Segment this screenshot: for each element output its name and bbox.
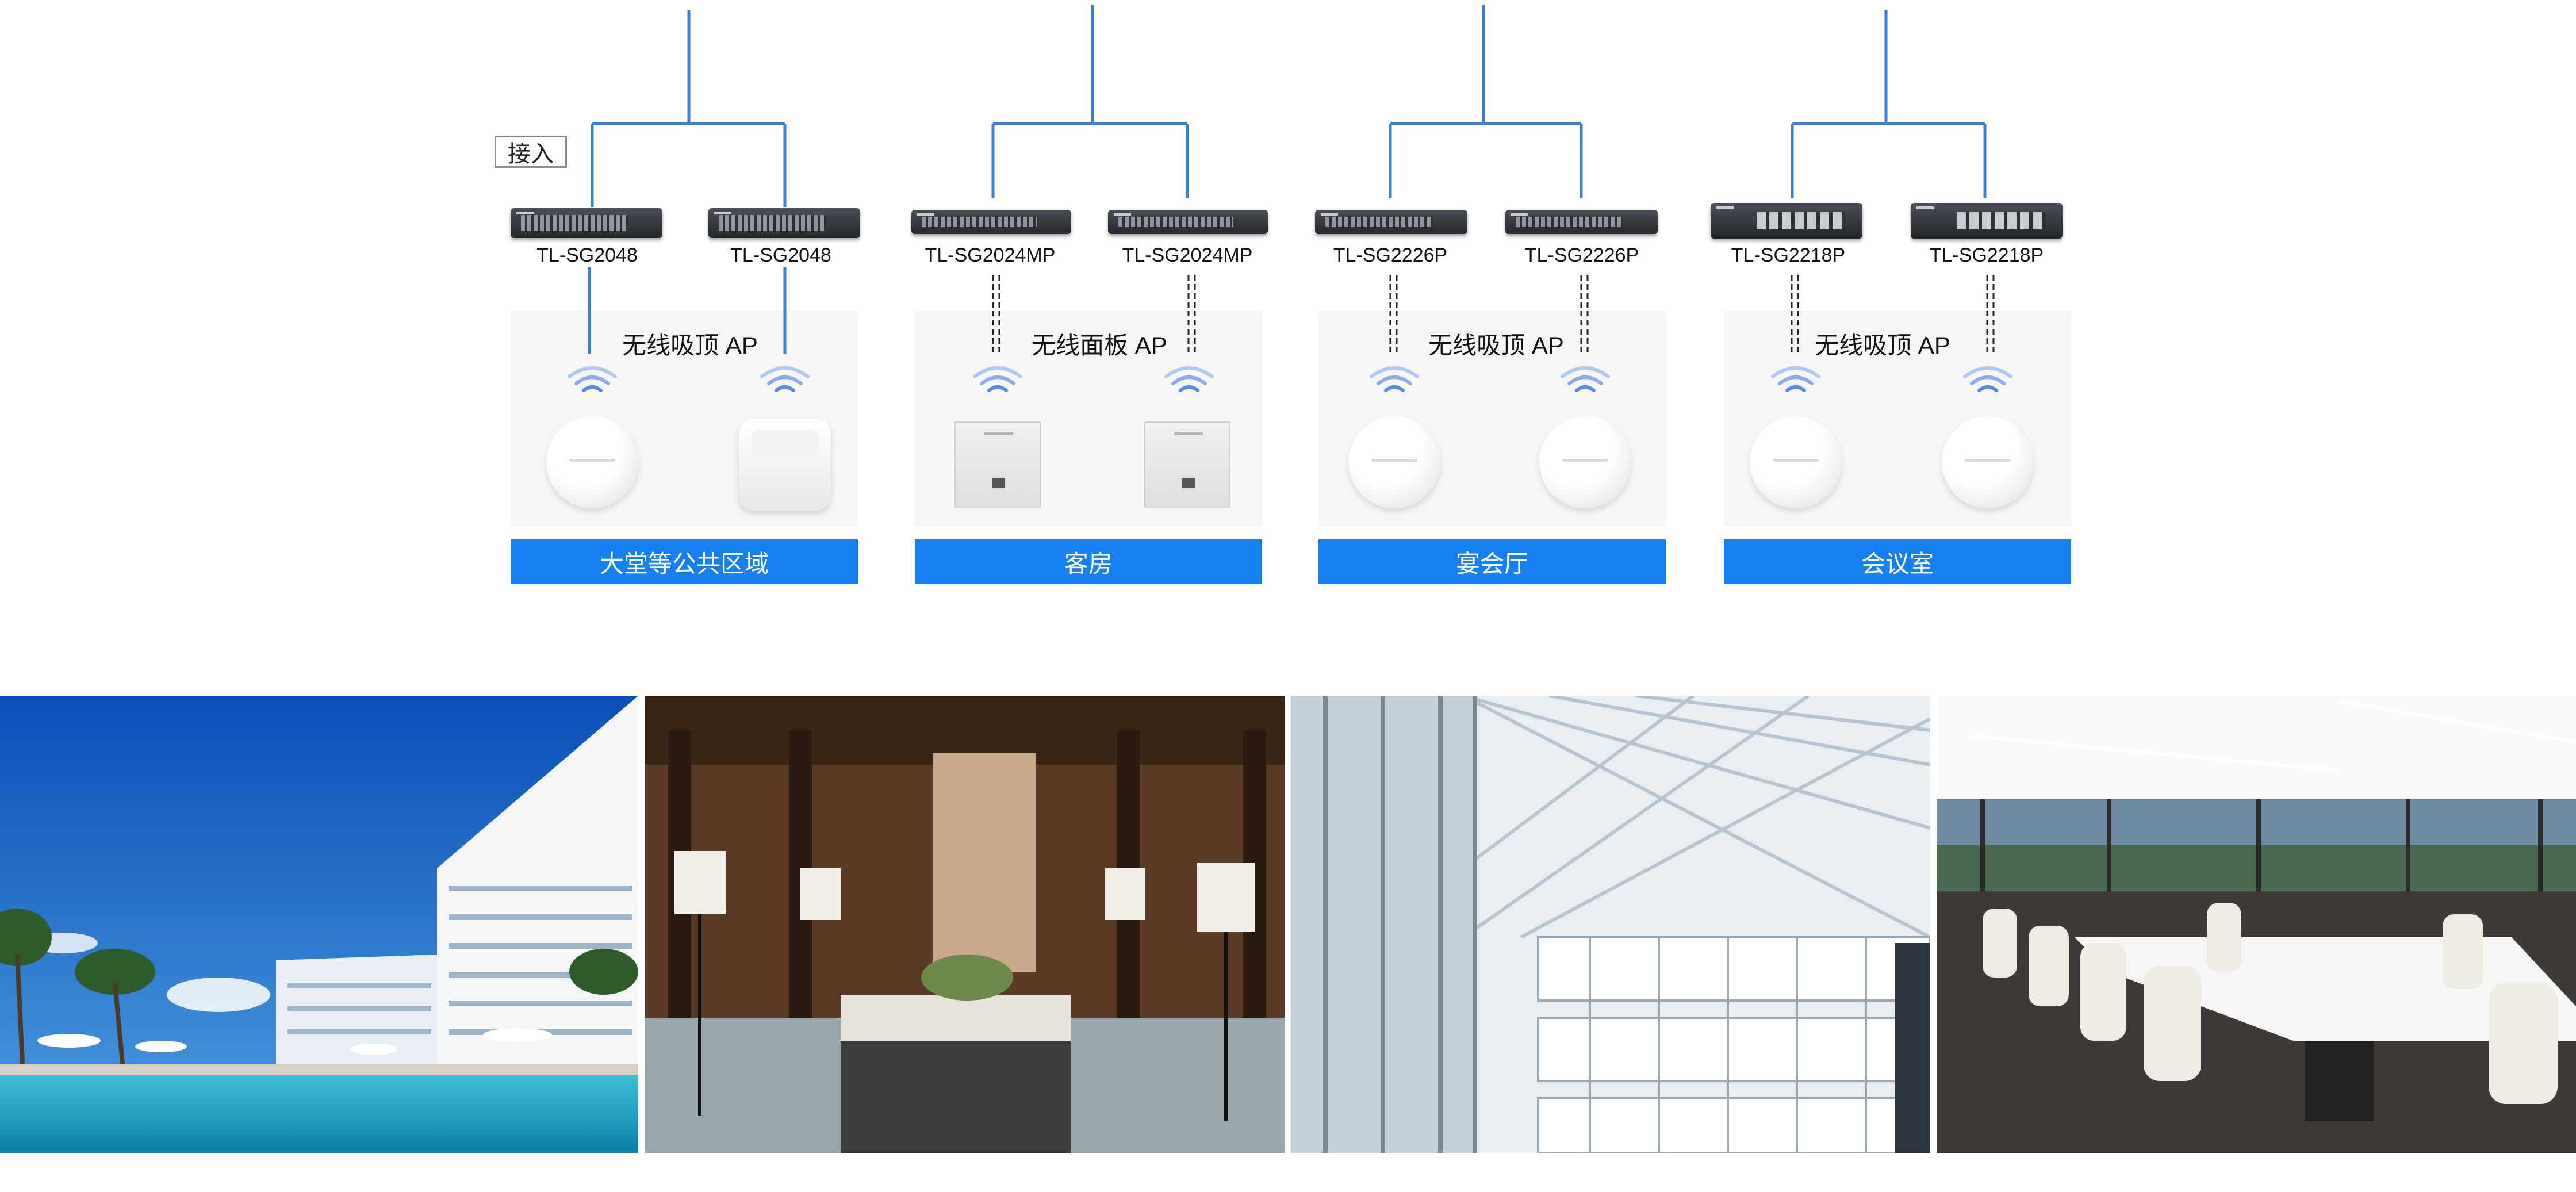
conference-room-photo — [1937, 696, 2576, 1153]
switch-model-label: TL-SG2226P — [1524, 244, 1639, 266]
wifi-icon — [1370, 366, 1419, 392]
wifi-icon — [1963, 366, 2012, 392]
uplink-trunk-3 — [1389, 5, 1583, 198]
switch-model-label: TL-SG2048 — [730, 244, 831, 266]
switch-model-label: TL-SG2218P — [1731, 244, 1846, 266]
switch-model-label: TL-SG2226P — [1333, 244, 1448, 266]
ceiling-ap-icon — [739, 419, 831, 511]
wifi-icon — [973, 366, 1022, 392]
switch-model-label: TL-SG2024MP — [1122, 244, 1253, 266]
switch-model-label: TL-SG2048 — [536, 244, 638, 266]
wifi-icon — [1561, 366, 1610, 392]
area-label: 宴会厅 — [1318, 539, 1666, 584]
uplink-trunk-1 — [591, 10, 787, 207]
switch-icon — [1505, 210, 1658, 234]
ap-type-title: 无线吸顶 AP — [1428, 332, 1564, 359]
switch-icon — [1315, 210, 1467, 234]
area-label: 客房 — [915, 539, 1262, 584]
switch-model-label: TL-SG2024MP — [925, 244, 1056, 266]
switch-icon — [1911, 203, 2063, 239]
wifi-icon — [568, 366, 617, 392]
switch-icon — [1711, 203, 1862, 239]
ceiling-ap-icon — [1348, 416, 1440, 508]
area-label: 会议室 — [1724, 539, 2071, 584]
ceiling-ap-icon — [1750, 416, 1842, 508]
network-links-overlay — [568, 311, 2012, 392]
panel-ap-icon — [954, 421, 1041, 508]
area-label: 大堂等公共区域 — [511, 539, 858, 584]
ceiling-ap-icon — [546, 416, 638, 508]
wifi-icon — [1164, 366, 1214, 392]
ap-type-title: 无线面板 AP — [1032, 332, 1167, 359]
uplink-trunk-2 — [991, 5, 1189, 198]
access-layer-label: 接入 — [494, 136, 567, 168]
switch-icon — [511, 208, 662, 238]
ap-type-title: 无线吸顶 AP — [622, 332, 758, 359]
switch-model-label: TL-SG2218P — [1929, 244, 2044, 266]
hotel-pool-photo — [0, 696, 638, 1153]
ceiling-ap-icon — [1942, 416, 2034, 508]
ceiling-ap-icon — [1539, 416, 1631, 508]
switch-icon — [1108, 210, 1268, 234]
wifi-icon — [760, 366, 810, 392]
uplink-trunk-4 — [1791, 10, 1987, 198]
atrium-glass-photo — [1291, 696, 1930, 1153]
wifi-icon — [1771, 366, 1820, 392]
ap-type-title: 无线吸顶 AP — [1815, 332, 1950, 359]
panel-ap-icon — [1144, 421, 1230, 508]
switch-icon — [911, 210, 1071, 234]
hotel-room-lounge-photo — [645, 696, 1285, 1153]
switch-icon — [708, 208, 860, 238]
